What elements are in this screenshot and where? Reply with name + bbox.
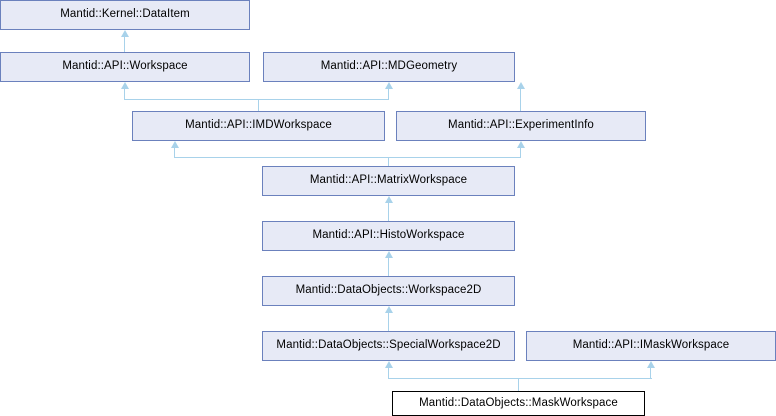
edge-imdworkspace-to-workspace-run — [124, 99, 259, 100]
arrowhead-imdworkspace-to-mdgeometry — [385, 82, 393, 89]
node-label: Mantid::API::HistoWorkspace — [312, 229, 465, 242]
node-label: Mantid::API::IMDWorkspace — [185, 119, 332, 132]
node-mantid-kernel-dataitem[interactable]: Mantid::Kernel::DataItem — [0, 0, 250, 30]
edge-maskworkspace-riser — [518, 378, 519, 391]
edge-matrix-to-imdworkspace — [174, 148, 175, 158]
edge-matrix-to-experimentinfo — [520, 148, 521, 158]
node-label: Mantid::API::Workspace — [62, 60, 188, 73]
arrowhead-workspace-to-dataitem — [121, 30, 129, 37]
arrowhead-histo-to-matrix — [385, 196, 393, 203]
edge-matrix-to-experimentinfo-run — [388, 157, 521, 158]
node-label: Mantid::API::MatrixWorkspace — [309, 174, 468, 187]
node-mantid-dataobjects-maskworkspace[interactable]: Mantid::DataObjects::MaskWorkspace — [392, 391, 645, 416]
node-mantid-api-workspace[interactable]: Mantid::API::Workspace — [0, 52, 250, 82]
edge-imdworkspace-to-mdgeometry-run — [258, 99, 389, 100]
edge-matrix-to-imdworkspace-run — [174, 157, 389, 158]
node-mantid-api-experimentinfo[interactable]: Mantid::API::ExperimentInfo — [396, 111, 646, 141]
edge-workspace-to-dataitem — [124, 37, 125, 52]
edge-mask-to-special-run — [388, 378, 652, 379]
arrowhead-mask-to-special — [385, 361, 393, 368]
edge-mask-to-imask — [650, 368, 651, 379]
edge-imdworkspace-riser — [258, 99, 259, 111]
node-mantid-dataobjects-specialworkspace2d[interactable]: Mantid::DataObjects::SpecialWorkspace2D — [262, 331, 515, 361]
node-mantid-api-imaskworkspace[interactable]: Mantid::API::IMaskWorkspace — [526, 331, 776, 361]
node-mantid-dataobjects-workspace2d[interactable]: Mantid::DataObjects::Workspace2D — [262, 276, 515, 306]
arrowhead-mask-to-imask — [647, 361, 655, 368]
arrowhead-special-to-workspace2d — [385, 306, 393, 313]
edge-mask-to-special — [388, 368, 389, 379]
node-label: Mantid::API::ExperimentInfo — [448, 119, 594, 132]
edge-histo-to-matrix — [388, 203, 389, 221]
arrowhead-experimentinfo-to-mdgeometry — [517, 82, 525, 89]
edge-special-to-workspace2d — [388, 313, 389, 331]
edge-experimentinfo-to-mdgeometry — [520, 89, 521, 111]
node-label: Mantid::API::IMaskWorkspace — [572, 339, 730, 352]
node-label: Mantid::DataObjects::Workspace2D — [295, 284, 482, 297]
node-label: Mantid::Kernel::DataItem — [60, 8, 190, 21]
edge-workspace2d-to-histo — [388, 258, 389, 276]
edge-imdworkspace-to-mdgeometry — [388, 89, 389, 100]
arrowhead-imdworkspace-to-workspace — [121, 82, 129, 89]
edge-imdworkspace-to-workspace — [124, 89, 125, 100]
node-mantid-api-matrixworkspace[interactable]: Mantid::API::MatrixWorkspace — [262, 166, 515, 196]
arrowhead-workspace2d-to-histo — [385, 251, 393, 258]
node-label: Mantid::DataObjects::MaskWorkspace — [419, 396, 618, 409]
node-label: Mantid::DataObjects::SpecialWorkspace2D — [276, 339, 501, 352]
edge-matrixworkspace-riser — [388, 157, 389, 166]
node-mantid-api-imdworkspace[interactable]: Mantid::API::IMDWorkspace — [132, 111, 385, 141]
node-mantid-api-mdgeometry[interactable]: Mantid::API::MDGeometry — [263, 52, 515, 82]
arrowhead-matrix-to-imdworkspace — [171, 141, 179, 148]
arrowhead-matrix-to-experimentinfo — [517, 141, 525, 148]
node-mantid-api-histoworkspace[interactable]: Mantid::API::HistoWorkspace — [262, 221, 515, 251]
node-label: Mantid::API::MDGeometry — [320, 60, 458, 73]
